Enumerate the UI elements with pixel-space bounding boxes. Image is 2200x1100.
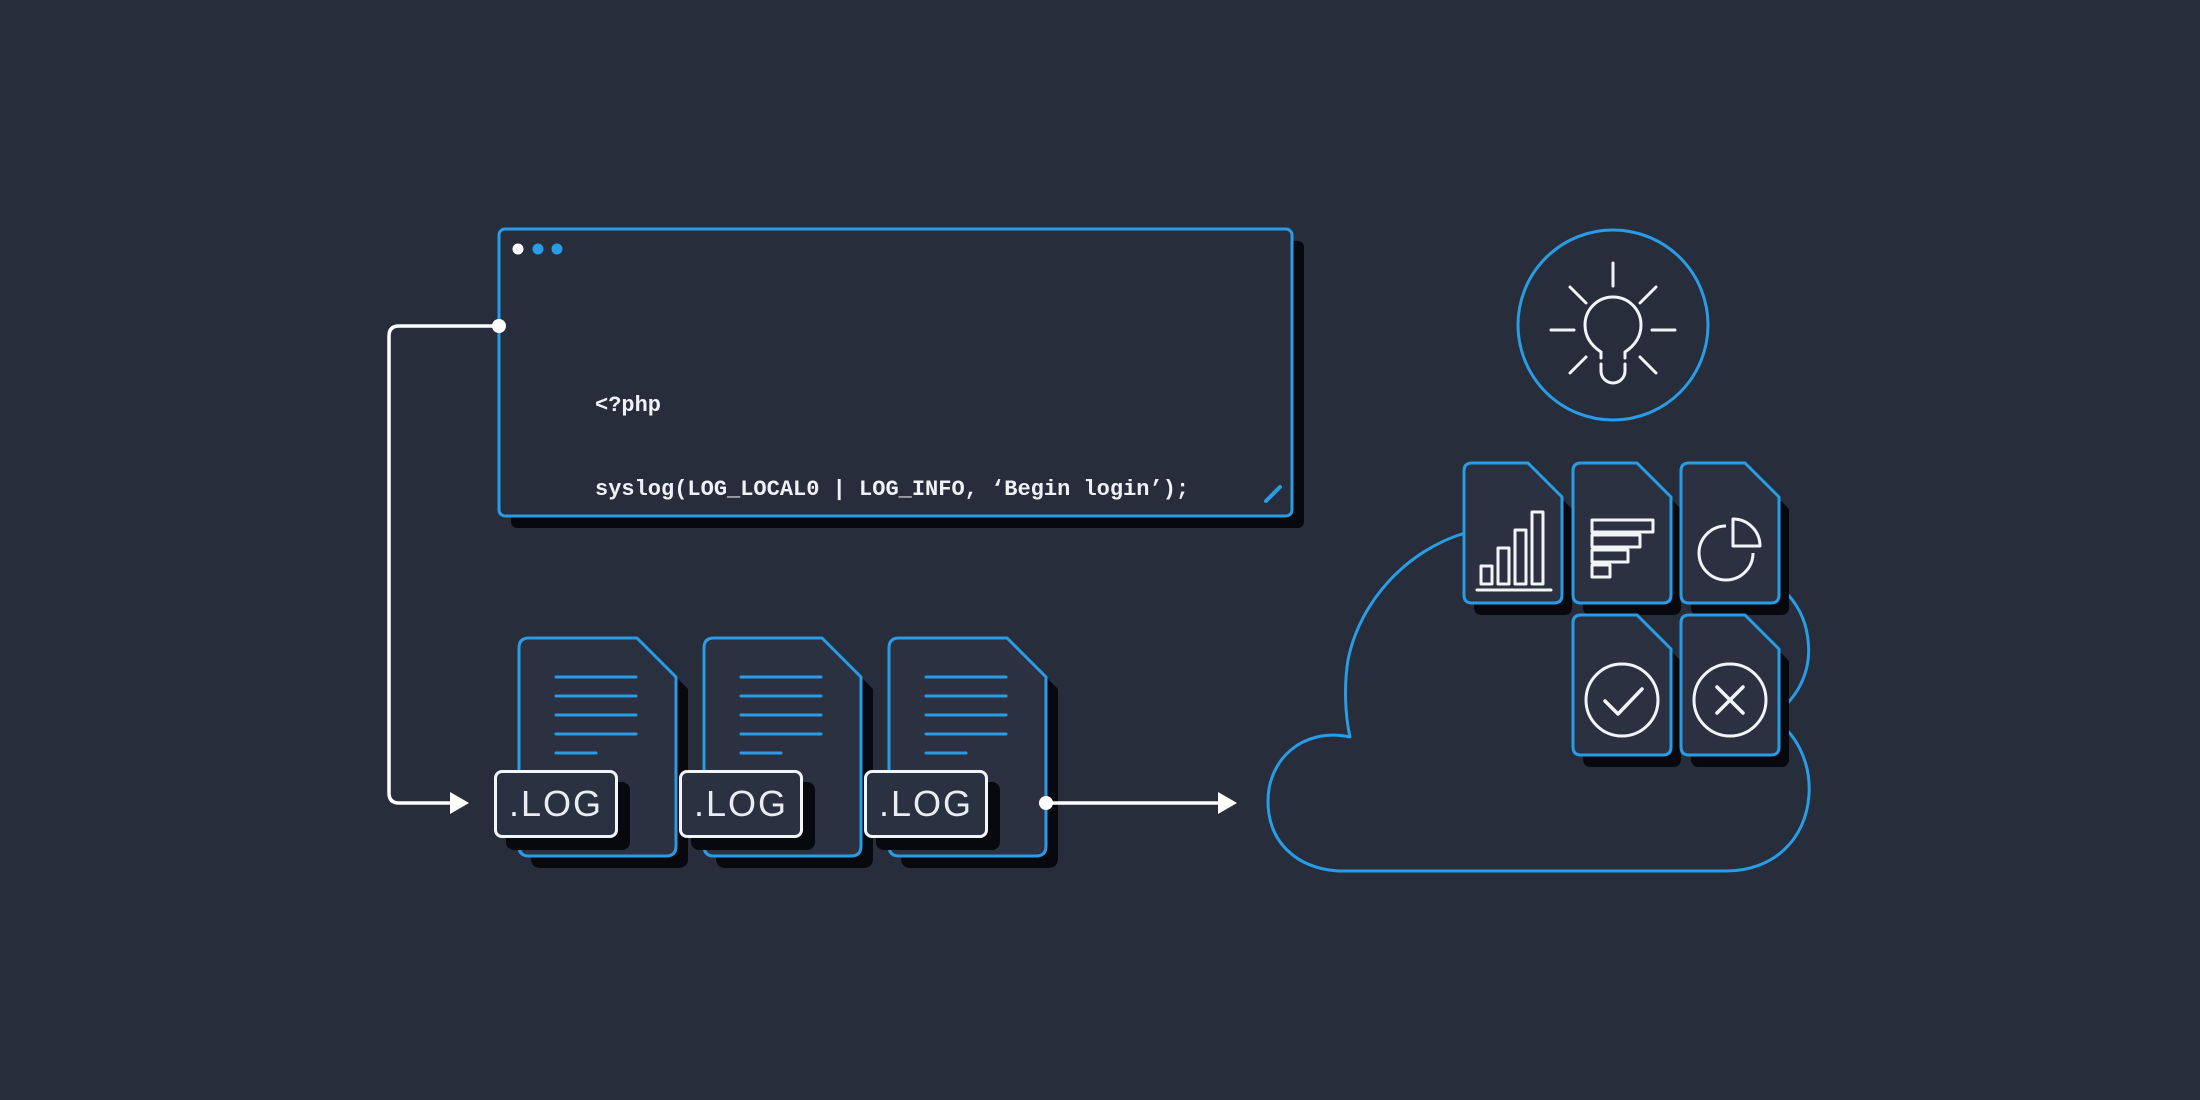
terminal-code-block: <?php syslog(LOG_LOCAL0 | LOG_INFO, ‘Beg… [595, 336, 1189, 560]
code-line: <?php [595, 393, 662, 418]
cloud-document-card [1679, 613, 1789, 767]
document-card-shape [1571, 613, 1673, 757]
x-circle-icon [1692, 662, 1768, 738]
log-label-text: .LOG [508, 783, 604, 824]
document-card-shape [1679, 613, 1781, 757]
cloud-document-card [1571, 461, 1681, 615]
arrowhead-icon [450, 792, 469, 814]
document-card-shape [1679, 461, 1781, 605]
resize-handle-icon [1264, 485, 1282, 503]
log-file-label: .LOG [494, 770, 618, 838]
connector-junction-dot [492, 319, 506, 333]
horizontal-bar-chart-icon [1590, 518, 1655, 579]
connector-elbow-line [387, 324, 499, 805]
cloud-document-card [1571, 613, 1681, 767]
document-card-shape [1462, 461, 1564, 605]
arrowhead-icon [1218, 792, 1237, 814]
check-circle-icon [1584, 662, 1660, 738]
cloud-document-card [1679, 461, 1789, 615]
window-dot [551, 243, 563, 255]
log-label-text: .LOG [693, 783, 789, 824]
cloud-document-card [1462, 461, 1572, 615]
log-text-lines [739, 675, 823, 755]
connector-logs-to-cloud [1039, 792, 1237, 814]
connector-terminal-to-logs [387, 319, 506, 814]
pie-chart-icon [1697, 517, 1762, 582]
bar-chart-icon [1475, 510, 1553, 592]
lightbulb-icon [1549, 261, 1677, 385]
log-text-lines [924, 675, 1008, 755]
lightbulb-circle [1516, 228, 1710, 422]
log-file-label: .LOG [864, 770, 988, 838]
terminal-frame [497, 227, 1294, 518]
lightbulb-badge [1516, 228, 1710, 422]
log-text-lines [554, 675, 638, 755]
connector-junction-dot [1039, 796, 1053, 810]
log-label-text: .LOG [878, 783, 974, 824]
window-dot [532, 243, 544, 255]
log-file-label: .LOG [679, 770, 803, 838]
code-line: syslog(LOG_LOCAL0 | LOG_INFO, ‘Begin log… [595, 477, 1190, 502]
window-dot [512, 243, 524, 255]
terminal-window [497, 227, 1304, 528]
